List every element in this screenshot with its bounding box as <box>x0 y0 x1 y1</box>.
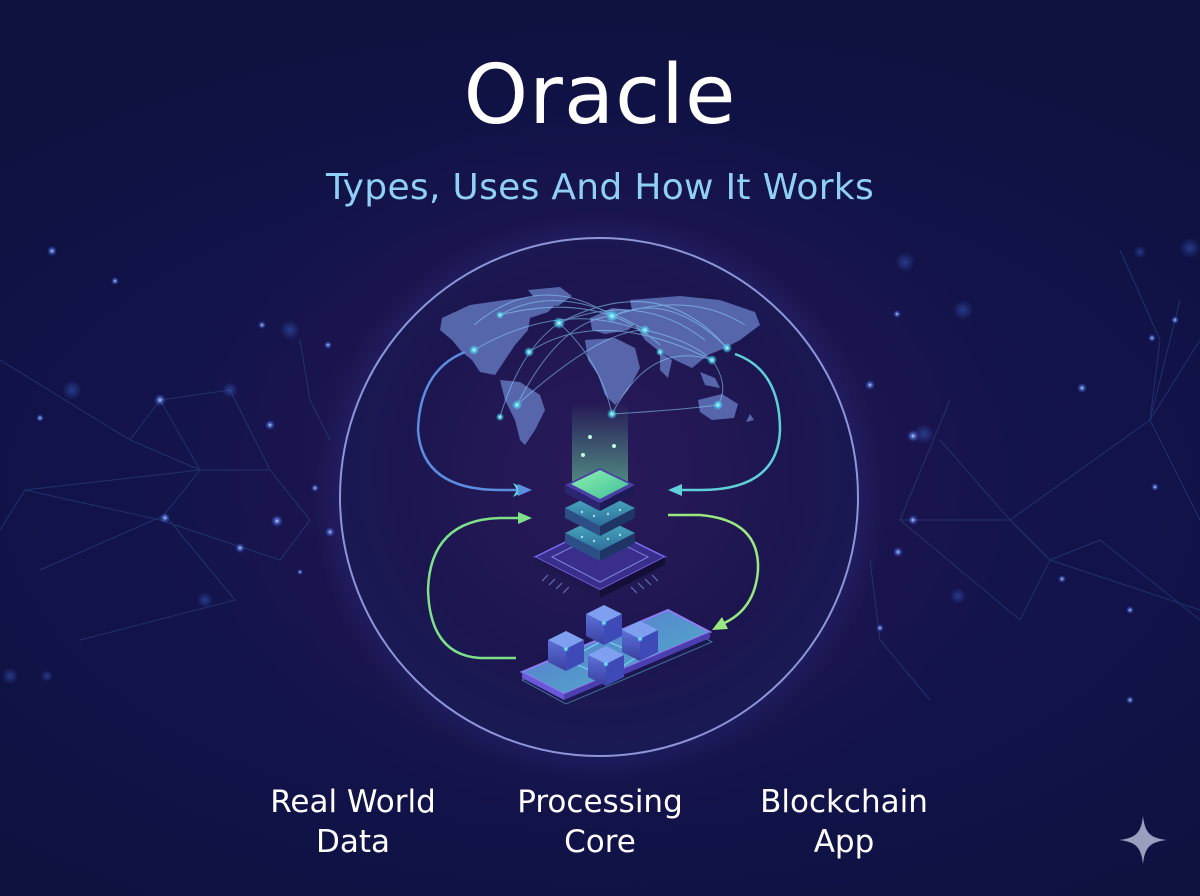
blockchain-cubes-icon <box>519 605 714 705</box>
arrowhead-teal <box>668 484 682 496</box>
arrowhead-blue <box>518 484 532 496</box>
server-stack-icon <box>533 468 667 598</box>
label-blockchain-app: Blockchain App <box>760 784 928 860</box>
page-title: Oracle <box>463 48 737 143</box>
page-subtitle: Types, Uses And How It Works <box>326 167 874 208</box>
network-arcs <box>473 294 746 418</box>
sparkle-icon <box>1119 816 1167 864</box>
arrowhead-lime <box>712 617 728 630</box>
arrow-app-to-core-left <box>426 516 520 660</box>
label-processing-core: Processing Core <box>517 784 683 860</box>
arrow-map-to-core-left <box>416 350 527 497</box>
arrowhead-green <box>518 512 532 524</box>
arrow-core-to-app-right <box>668 513 760 626</box>
arrow-map-to-core-right <box>680 352 782 492</box>
label-real-world-data: Real World Data <box>270 784 436 860</box>
